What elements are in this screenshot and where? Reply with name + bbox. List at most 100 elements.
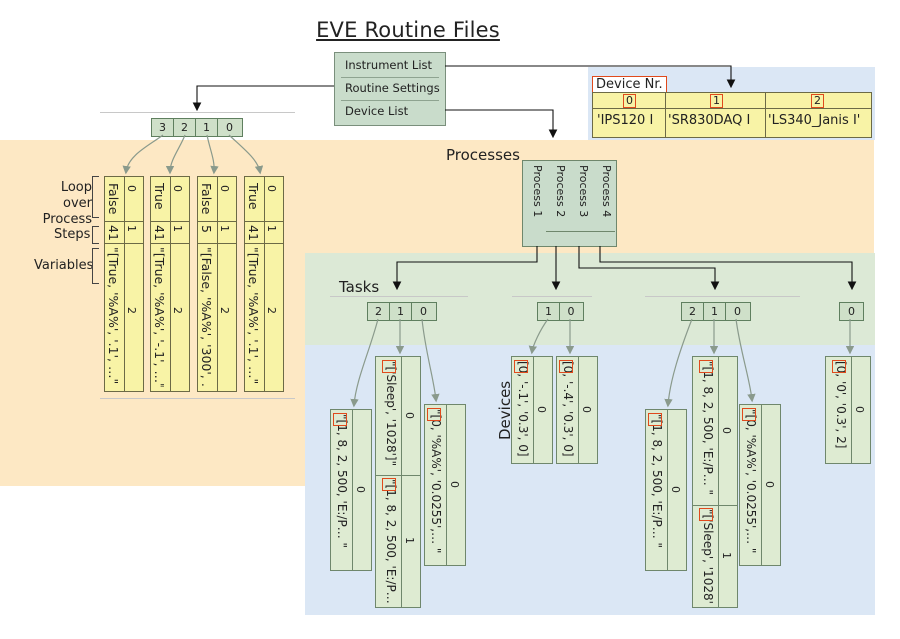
task-index: 0 bbox=[420, 305, 427, 318]
grid-line bbox=[446, 405, 447, 565]
device-index: 0 bbox=[580, 406, 593, 413]
divider bbox=[645, 296, 800, 297]
device-nr-label: Device Nr. bbox=[592, 76, 667, 93]
process-item[interactable]: Process 1 bbox=[531, 165, 544, 218]
device-cell: [0, '0', '0.3', 2]0 bbox=[825, 356, 871, 464]
row-label-variables: Variables bbox=[34, 258, 94, 273]
loop-column-index: 2 bbox=[265, 307, 278, 314]
task-header-2: 1 0 bbox=[537, 302, 584, 321]
menu-item-instrument-list[interactable]: Instrument List bbox=[345, 58, 433, 72]
loop-header: 3 2 1 0 bbox=[151, 118, 243, 137]
highlight-marker bbox=[514, 360, 528, 373]
grid-line bbox=[533, 357, 534, 463]
grid-line bbox=[170, 177, 171, 391]
highlight-marker bbox=[699, 508, 713, 521]
device-nr-index: 0 bbox=[623, 94, 636, 108]
device-value: "['Sleep', '1028']" bbox=[701, 509, 715, 603]
grid-line bbox=[665, 93, 666, 137]
grid-line bbox=[578, 357, 579, 463]
process-item[interactable]: Process 2 bbox=[554, 165, 567, 218]
task-index: 0 bbox=[734, 305, 741, 318]
loop-column-index: 1 bbox=[218, 225, 231, 232]
loop-column-index: 2 bbox=[218, 307, 231, 314]
process-item[interactable]: Process 4 bbox=[600, 165, 613, 218]
divider bbox=[100, 398, 295, 399]
grid-line bbox=[761, 405, 762, 565]
device-nr-value: 'LS340_Janis I' bbox=[768, 113, 861, 128]
highlight-marker bbox=[559, 360, 573, 373]
variables-value: "[True, '%A%', '.1', …" bbox=[106, 247, 121, 385]
device-index: 0 bbox=[448, 481, 461, 488]
device-nr-value: 'IPS120 I bbox=[597, 113, 654, 128]
arrow-devices bbox=[445, 109, 558, 139]
device-cell: "[1, 8, 2, 500, 'E:/P… " 0 bbox=[330, 409, 372, 571]
highlight-marker bbox=[648, 413, 662, 426]
device-index: 0 bbox=[535, 406, 548, 413]
device-cell: "[0, '%A%', '0.0255',… "0 bbox=[739, 404, 781, 566]
grid-line bbox=[593, 108, 871, 109]
device-cell: "[1, 8, 2, 500, 'E:/P… " 0 bbox=[645, 409, 687, 571]
device-index: 0 bbox=[763, 481, 776, 488]
loop-value: True bbox=[152, 183, 167, 210]
grid-line bbox=[124, 177, 125, 391]
grid-line bbox=[198, 243, 236, 244]
device-nr-index: 2 bbox=[811, 94, 824, 108]
device-value: "[1, 8, 2, 500, 'E:/P… " bbox=[384, 479, 398, 603]
loop-value: False bbox=[199, 183, 214, 215]
menu-item-routine-settings[interactable]: Routine Settings bbox=[345, 81, 440, 95]
green-band bbox=[305, 253, 875, 345]
task-index: 1 bbox=[704, 303, 726, 320]
device-index: 0 bbox=[354, 486, 367, 493]
device-value: "[1, 8, 2, 500, 'E:/P… " bbox=[701, 361, 715, 496]
task-index: 2 bbox=[368, 303, 390, 320]
routine-menu: Instrument List Routine Settings Device … bbox=[334, 52, 446, 126]
device-cell: [0, '-.4', '0.3', 0]0 bbox=[556, 356, 598, 464]
loop-column-index: 0 bbox=[218, 185, 231, 192]
loop-column-index: 2 bbox=[125, 307, 138, 314]
highlight-marker bbox=[382, 478, 396, 491]
process-item[interactable]: Process 3 bbox=[577, 165, 590, 218]
divider bbox=[330, 296, 468, 297]
loop-header-index: 3 bbox=[152, 119, 174, 136]
grid-line bbox=[851, 357, 852, 463]
grid-line bbox=[693, 505, 737, 506]
device-value: "[1, 8, 2, 500, 'E:/P… " bbox=[650, 414, 664, 549]
loop-header-index: 2 bbox=[174, 119, 196, 136]
loop-column-index: 0 bbox=[125, 185, 138, 192]
device-index: 0 bbox=[853, 406, 866, 413]
process-panel: Process 1 Process 2 Process 3 Process 4 bbox=[522, 160, 617, 247]
menu-item-device-list[interactable]: Device List bbox=[345, 104, 409, 118]
variables-value: "[True, '%A%', '-.1', …" bbox=[152, 247, 167, 387]
grid-line bbox=[352, 410, 353, 570]
row-bracket bbox=[92, 226, 99, 244]
device-index: 1 bbox=[403, 537, 416, 544]
task-index: 2 bbox=[682, 303, 704, 320]
device-nr-table: Device Nr. 0 1 2 'IPS120 I 'SR830DAQ I '… bbox=[592, 76, 872, 138]
arrow-settings bbox=[192, 85, 334, 112]
highlight-marker bbox=[427, 408, 441, 421]
grid-line bbox=[264, 177, 265, 391]
loop-column-index: 1 bbox=[171, 225, 184, 232]
device-value: "[1, 8, 2, 500, 'E:/P… " bbox=[335, 414, 349, 549]
row-label-steps: Steps bbox=[54, 227, 91, 242]
loop-column-index: 1 bbox=[265, 225, 278, 232]
grid-line bbox=[765, 93, 766, 137]
grid-line bbox=[546, 231, 615, 232]
highlight-marker bbox=[382, 360, 396, 373]
row-bracket bbox=[92, 176, 99, 218]
device-index: 1 bbox=[720, 552, 733, 559]
device-cell: [0, '-.1', '0.3', 0]0 bbox=[511, 356, 553, 464]
grid-line bbox=[151, 221, 189, 222]
device-nr-grid: 0 1 2 'IPS120 I 'SR830DAQ I 'LS340_Janis… bbox=[592, 92, 872, 138]
device-value: "['Sleep', '1028']" bbox=[384, 361, 398, 467]
grid-line bbox=[105, 221, 143, 222]
device-index: 0 bbox=[669, 486, 682, 493]
device-nr-index: 1 bbox=[710, 94, 723, 108]
grid-line bbox=[718, 357, 719, 607]
loop-value: False bbox=[106, 183, 121, 215]
grid-line bbox=[245, 243, 283, 244]
loop-column-index: 2 bbox=[171, 307, 184, 314]
device-cell: "[1, 8, 2, 500, 'E:/P… "0"['Sleep', '102… bbox=[692, 356, 738, 608]
highlight-marker bbox=[832, 360, 846, 373]
